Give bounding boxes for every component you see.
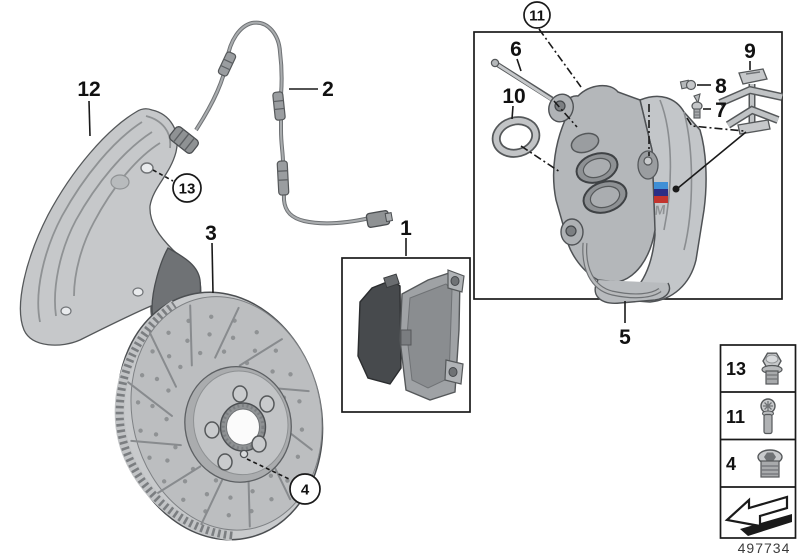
brake-pads-set (341, 257, 471, 413)
seal-ring (491, 116, 541, 158)
shield-hole (60, 306, 72, 316)
caliper-piston-bores (570, 132, 628, 214)
bleeder-valve (691, 93, 703, 119)
pad-lug-ear (444, 269, 465, 385)
m-badge: M (654, 182, 668, 218)
callout-6: 6 (510, 38, 522, 61)
shield-hole (132, 287, 144, 297)
pad-retaining-spring (718, 68, 783, 135)
sensor-head (169, 126, 199, 154)
sensor-plug-connector (365, 210, 394, 228)
guide-pin (490, 58, 555, 103)
shield-dimple (110, 174, 130, 190)
screw-plug-icon (757, 449, 783, 478)
dust-shield (19, 108, 202, 346)
callout-11-circled: 11 (523, 1, 551, 29)
callout-3: 3 (205, 222, 217, 245)
legend-row-11-label: 11 (726, 407, 745, 427)
diagram-part-number: 497734 (738, 540, 791, 556)
callout-8: 8 (715, 75, 727, 98)
callout-5: 5 (619, 326, 631, 349)
m-badge-letter: M (654, 202, 668, 218)
callout-1: 1 (400, 217, 412, 240)
hub-set-screw-hole (239, 449, 249, 459)
disc-vane-serration (115, 301, 233, 540)
callout-2: 2 (322, 78, 334, 101)
bridge-bolt-head (643, 156, 653, 166)
inline-connector (276, 160, 290, 196)
flange-bolt-icon (761, 352, 783, 385)
callout-13-circled: 13 (172, 173, 202, 203)
svg-text:4: 4 (301, 482, 310, 499)
brake-caliper-assembly: M (473, 31, 783, 304)
fastener-legend: 13 11 4 (719, 344, 797, 539)
callout-10: 10 (502, 85, 525, 108)
legend-row-13-label: 13 (726, 359, 746, 379)
leader-lines (88, 28, 751, 480)
callout-7: 7 (715, 99, 727, 122)
brake-pad-inner (357, 279, 402, 385)
callout-9: 9 (744, 40, 756, 63)
shield-bolt-hole (140, 162, 154, 174)
callout-4-circled: 4 (289, 473, 321, 505)
callout-labels: 12 2 3 1 6 10 8 7 9 5 13 4 11 (77, 1, 756, 505)
wear-sensor-cable (169, 20, 394, 228)
bleeder-dust-cap (679, 79, 697, 91)
callout-12: 12 (77, 78, 100, 101)
hub-lug-holes (204, 385, 275, 471)
inline-connector (272, 91, 286, 121)
inline-connector (217, 51, 237, 77)
svg-text:13: 13 (179, 181, 196, 198)
leader-dot (672, 185, 680, 193)
pads-box-frame (341, 257, 471, 413)
legend-row-4-label: 4 (726, 454, 736, 474)
brake-disc (114, 291, 324, 541)
pan-head-screw-icon (760, 398, 776, 435)
svg-text:11: 11 (529, 8, 545, 25)
direction-of-travel-arrow-icon (724, 495, 792, 536)
